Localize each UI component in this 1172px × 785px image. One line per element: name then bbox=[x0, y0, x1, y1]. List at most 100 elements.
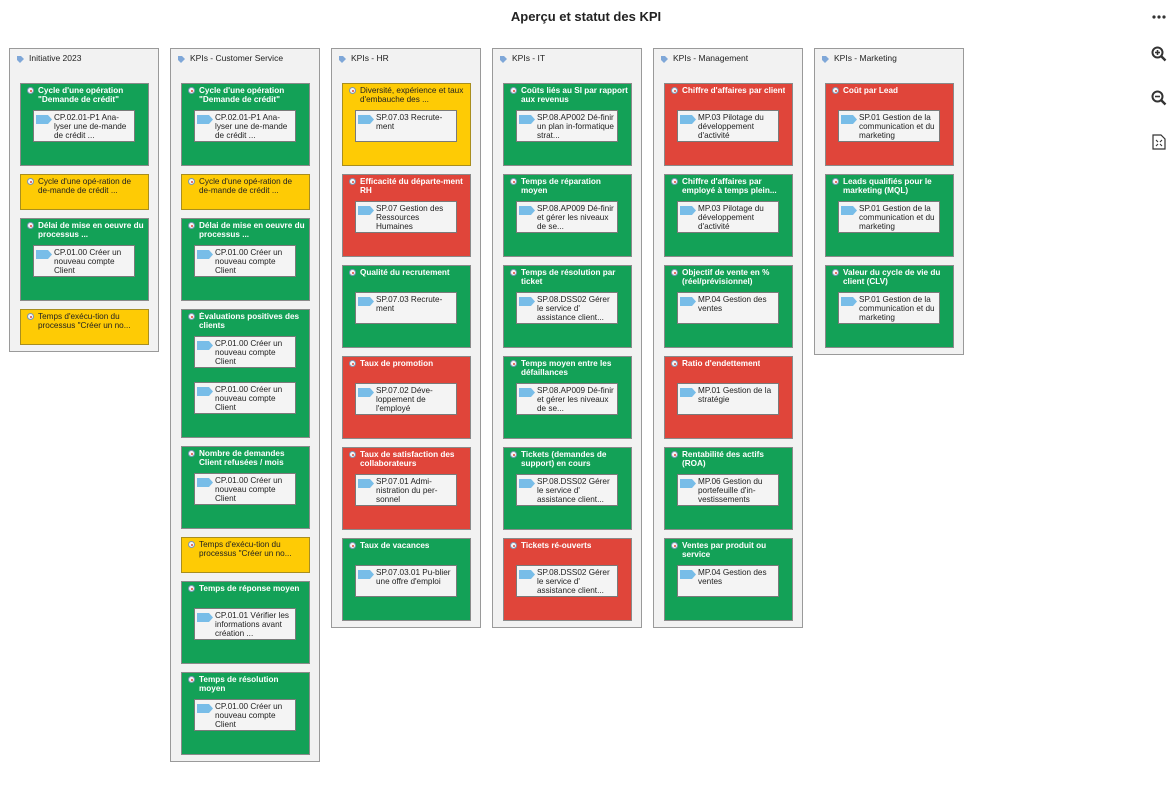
kpi-card[interactable]: Cycle d'une opé-ration de de-mande de cr… bbox=[181, 174, 310, 210]
process-link[interactable]: SP.08.DSS02 Gérer le service d' assistan… bbox=[516, 565, 618, 597]
process-flag-icon bbox=[519, 479, 535, 488]
process-link[interactable]: SP.07 Gestion des Ressources Humaines bbox=[355, 201, 457, 233]
page-title: Aperçu et statut des KPI bbox=[510, 9, 662, 24]
process-link[interactable]: CP.02.01-P1 Ana-lyser une de-mande de cr… bbox=[194, 110, 296, 142]
process-name: SP.07.02 Déve-loppement de l'employé bbox=[376, 386, 433, 413]
process-link[interactable]: SP.01 Gestion de la communication et du … bbox=[838, 110, 940, 142]
kpi-card[interactable]: Chiffre d'affaires par employé à temps p… bbox=[664, 174, 793, 257]
process-flag-icon bbox=[841, 206, 857, 215]
kpi-card-title: Cycle d'une opé-ration de de-mande de cr… bbox=[27, 177, 145, 195]
process-link[interactable]: MP.03 Pilotage du développement d'activi… bbox=[677, 201, 779, 233]
column-title: KPIs - IT bbox=[512, 53, 546, 63]
process-flag-icon bbox=[358, 388, 374, 397]
process-name: MP.03 Pilotage du développement d'activi… bbox=[698, 113, 764, 140]
kpi-card[interactable]: Rentabilité des actifs (ROA)MP.06 Gestio… bbox=[664, 447, 793, 530]
process-link[interactable]: SP.01 Gestion de la communication et du … bbox=[838, 292, 940, 324]
process-link[interactable]: SP.07.03 Recrute-ment bbox=[355, 110, 457, 142]
kpi-card[interactable]: Cycle d'une opé-ration de de-mande de cr… bbox=[20, 174, 149, 210]
kpi-card[interactable]: Coûts liés au SI par rapport aux revenus… bbox=[503, 83, 632, 166]
process-flag-icon bbox=[680, 115, 696, 124]
target-icon bbox=[510, 451, 517, 458]
kpi-card-title: Coût par Lead bbox=[832, 86, 950, 95]
kpi-card[interactable]: Diversité, expérience et taux d'embauche… bbox=[342, 83, 471, 166]
process-link[interactable]: CP.01.00 Créer un nouveau compte Client bbox=[194, 473, 296, 505]
kpi-card[interactable]: Nombre de demandes Client refusées / moi… bbox=[181, 446, 310, 529]
kpi-card-title: Temps d'exécu-tion du processus "Créer u… bbox=[188, 540, 306, 558]
process-link[interactable]: MP.01 Gestion de la stratégie bbox=[677, 383, 779, 415]
process-name: CP.01.00 Créer un nouveau compte Client bbox=[215, 339, 283, 366]
process-link[interactable]: CP.01.00 Créer un nouveau compte Client bbox=[194, 245, 296, 277]
target-icon bbox=[349, 178, 356, 185]
process-link[interactable]: MP.04 Gestion des ventes bbox=[677, 565, 779, 597]
zoom-in-icon[interactable] bbox=[1146, 43, 1172, 65]
process-link[interactable]: CP.01.00 Créer un nouveau compte Client bbox=[194, 336, 296, 368]
process-flag-icon bbox=[358, 115, 374, 124]
zoom-out-icon[interactable] bbox=[1146, 87, 1172, 109]
kpi-card[interactable]: Cycle d'une opération "Demande de crédit… bbox=[20, 83, 149, 166]
kpi-card[interactable]: Objectif de vente en % (réel/prévisionne… bbox=[664, 265, 793, 348]
process-link[interactable]: SP.08.AP009 Dé-finir et gérer les niveau… bbox=[516, 201, 618, 233]
process-link[interactable]: MP.06 Gestion du portefeuille d'in-vesti… bbox=[677, 474, 779, 506]
process-link[interactable]: SP.08.DSS02 Gérer le service d' assistan… bbox=[516, 474, 618, 506]
process-name: SP.08.AP002 Dé-finir un plan in-formatiq… bbox=[537, 113, 614, 140]
kpi-card[interactable]: Temps d'exécu-tion du processus "Créer u… bbox=[181, 537, 310, 573]
kpi-name: Délai de mise en oeuvre du processus ... bbox=[199, 221, 305, 239]
process-link[interactable]: SP.07.03.01 Pu-blier une offre d'emploi bbox=[355, 565, 457, 597]
process-link[interactable]: SP.08.AP002 Dé-finir un plan in-formatiq… bbox=[516, 110, 618, 142]
process-name: CP.01.00 Créer un nouveau compte Client bbox=[215, 248, 283, 275]
target-icon bbox=[671, 269, 678, 276]
process-link[interactable]: CP.01.00 Créer un nouveau compte Client bbox=[194, 699, 296, 731]
process-name: CP.01.00 Créer un nouveau compte Client bbox=[54, 248, 122, 275]
kpi-card-title: Ventes par produit ou service bbox=[671, 541, 789, 559]
process-link[interactable]: SP.08.DSS02 Gérer le service d' assistan… bbox=[516, 292, 618, 324]
kpi-card-title: Chiffre d'affaires par client bbox=[671, 86, 789, 95]
target-icon bbox=[188, 585, 195, 592]
process-link[interactable]: SP.08.AP009 Dé-finir et gérer les niveau… bbox=[516, 383, 618, 415]
kpi-card[interactable]: Délai de mise en oeuvre du processus ...… bbox=[181, 218, 310, 301]
process-link[interactable]: MP.03 Pilotage du développement d'activi… bbox=[677, 110, 779, 142]
process-link[interactable]: SP.07.01 Admi-nistration du per-sonnel bbox=[355, 474, 457, 506]
kpi-card[interactable]: Cycle d'une opération "Demande de crédit… bbox=[181, 83, 310, 166]
kpi-card-title: Temps moyen entre les défaillances bbox=[510, 359, 628, 377]
kpi-name: Tickets (demandes de support) en cours bbox=[521, 450, 607, 468]
target-icon bbox=[510, 542, 517, 549]
kpi-card[interactable]: Délai de mise en oeuvre du processus ...… bbox=[20, 218, 149, 301]
kpi-card[interactable]: Temps d'exécu-tion du processus "Créer u… bbox=[20, 309, 149, 345]
tag-icon bbox=[339, 55, 346, 63]
process-link[interactable]: CP.01.00 Créer un nouveau compte Client bbox=[194, 382, 296, 414]
process-link[interactable]: CP.02.01-P1 Ana-lyser une de-mande de cr… bbox=[33, 110, 135, 142]
process-link[interactable]: CP.01.01 Vérifier les informations avant… bbox=[194, 608, 296, 640]
kpi-card[interactable]: Leads qualifiés pour le marketing (MQL)S… bbox=[825, 174, 954, 257]
process-link[interactable]: CP.01.00 Créer un nouveau compte Client bbox=[33, 245, 135, 277]
kpi-card[interactable]: Valeur du cycle de vie du client (CLV)SP… bbox=[825, 265, 954, 348]
target-icon bbox=[27, 313, 34, 320]
column-header: Initiative 2023 bbox=[10, 49, 158, 65]
process-link[interactable]: SP.07.03 Recrute-ment bbox=[355, 292, 457, 324]
tag-icon bbox=[17, 55, 24, 63]
fit-to-screen-icon[interactable] bbox=[1146, 131, 1172, 153]
more-options-icon[interactable] bbox=[1146, 6, 1172, 28]
process-link[interactable]: MP.04 Gestion des ventes bbox=[677, 292, 779, 324]
kpi-name: Taux de satisfaction des collaborateurs bbox=[360, 450, 455, 468]
target-icon bbox=[188, 87, 195, 94]
process-link[interactable]: SP.01 Gestion de la communication et du … bbox=[838, 201, 940, 233]
process-link[interactable]: SP.07.02 Déve-loppement de l'employé bbox=[355, 383, 457, 415]
target-icon bbox=[671, 360, 678, 367]
